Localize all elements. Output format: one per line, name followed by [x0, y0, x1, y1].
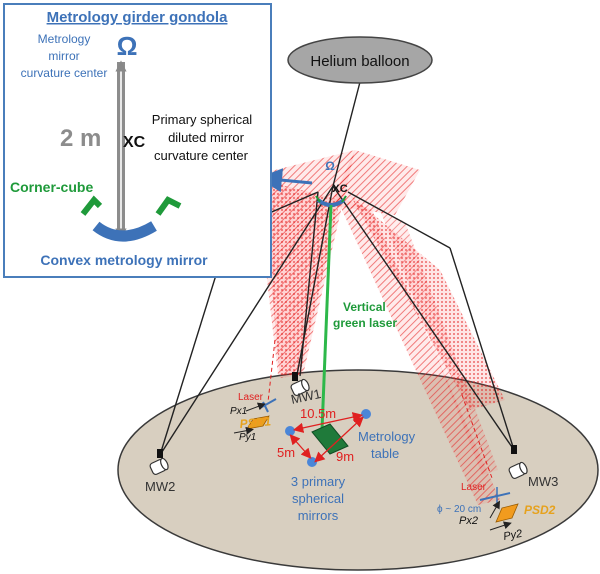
psd2-px-arrow [489, 500, 500, 519]
winch-mw1: MW1 [290, 372, 323, 407]
primary-mirror-2 [361, 409, 371, 419]
inset-corner-cube-label: Corner-cube [10, 179, 93, 195]
balloon-label: Helium balloon [310, 53, 409, 70]
winch-mw3-post [511, 445, 517, 454]
psd1-py-label: Py1 [239, 432, 256, 443]
vertical-laser-label-2: green laser [333, 316, 397, 330]
psd2-laser-label: Laser [461, 482, 487, 493]
cable-gondola-right [347, 191, 451, 249]
winch-mw2-label: MW2 [145, 479, 175, 494]
cable-right-outer [449, 247, 515, 451]
inset-primary-center-3: curvature center [154, 148, 249, 163]
psd1-laser-label: Laser [238, 392, 264, 403]
vertical-laser-label-1: Vertical [343, 300, 386, 314]
inset-omega: Ω [117, 31, 138, 61]
laser-path-right [461, 394, 493, 479]
cable-to-mw2 [159, 185, 334, 456]
inset-title: Metrology girder gondola [47, 9, 228, 26]
psd2-py-arrow [489, 521, 512, 531]
dim-label-5: 5m [277, 445, 295, 460]
cable-mw1-inner [299, 191, 319, 377]
psd2-detector [495, 503, 519, 523]
inset-corner-cube-right [155, 196, 182, 216]
inset-primary-center-2: diluted mirror [168, 130, 245, 145]
gondola-xc: XC [332, 183, 347, 195]
winch-mw1-post [292, 372, 298, 381]
primary-mirrors-label-3: mirrors [298, 508, 339, 523]
dim-arrow-5 [289, 434, 312, 459]
metrology-table-label-2: table [371, 446, 399, 461]
laser-beam-right-inner [380, 210, 498, 475]
inset-corner-cube-left [80, 195, 103, 216]
psd2-py-label: Py2 [502, 528, 523, 543]
winch-mw1-label: MW1 [290, 386, 323, 407]
inset-metrology-center-1: Metrology [38, 32, 91, 46]
laser-beam-left-inner [262, 180, 340, 378]
balloon-cable [332, 81, 361, 187]
psd2-px-label: Px2 [459, 515, 478, 527]
inset-panel: Metrology girder gondola Metrology mirro… [3, 3, 272, 278]
dim-label-9: 9m [336, 449, 354, 464]
psd2-diameter-label: ϕ ~ 20 cm [437, 504, 481, 515]
psd1-px-label: Px1 [230, 406, 247, 417]
inset-convex-mirror [92, 221, 157, 242]
laser-beam-right-long [335, 195, 500, 505]
inset-distance-label: 2 m [60, 125, 101, 152]
laser-dashed-paths [267, 339, 493, 479]
psd1-station: Laser PSD1 Px1 Py1 [230, 392, 277, 443]
winch-mw2-drum-end [160, 457, 169, 471]
psd1-py-arrow [233, 426, 254, 435]
cable-to-mw3 [332, 185, 515, 451]
psd1-px-arrow [245, 402, 266, 412]
primary-mirrors-label-1: 3 primary [291, 474, 346, 489]
dim-arrow-9 [314, 416, 364, 463]
primary-mirror-3 [307, 457, 317, 467]
primary-mirrors-label-2: spherical [292, 491, 344, 506]
winch-mw2: MW2 [145, 449, 175, 494]
inset-convex-mirror-label: Convex metrology mirror [40, 252, 208, 268]
winch-mw3-label: MW3 [528, 474, 558, 489]
winch-mw1-drum-end [301, 378, 310, 392]
winch-mw3: MW3 [508, 445, 558, 489]
laser-beams [255, 150, 505, 505]
psd2-station: Laser ϕ ~ 20 cm PSD2 Px2 Py2 [437, 482, 556, 543]
zoom-arrow [258, 168, 313, 193]
psd1-detector [246, 415, 270, 430]
vertical-green-laser [320, 204, 333, 431]
inset-primary-center-1: Primary spherical [152, 112, 253, 127]
primary-mirror-1 [285, 426, 295, 436]
psd2-label: PSD2 [524, 503, 556, 517]
helium-balloon [287, 36, 433, 84]
winch-mw3-drum-end [519, 461, 528, 475]
gondola-corner-cube-right [341, 195, 347, 203]
gondola-corner-cube-left [315, 195, 321, 203]
gondola-omega: Ω [325, 159, 335, 173]
laser-path-left [267, 339, 276, 403]
inset-metrology-center-2: mirror [48, 49, 79, 63]
inset-metrology-center-3: curvature center [21, 66, 108, 80]
winch-mw2-post [157, 449, 163, 458]
metrology-table-label-1: Metrology [358, 429, 416, 444]
psd2-blue-mirror [479, 492, 511, 501]
inset-xc-label: XC [123, 134, 146, 151]
dim-label-10-5: 10.5m [300, 406, 336, 421]
